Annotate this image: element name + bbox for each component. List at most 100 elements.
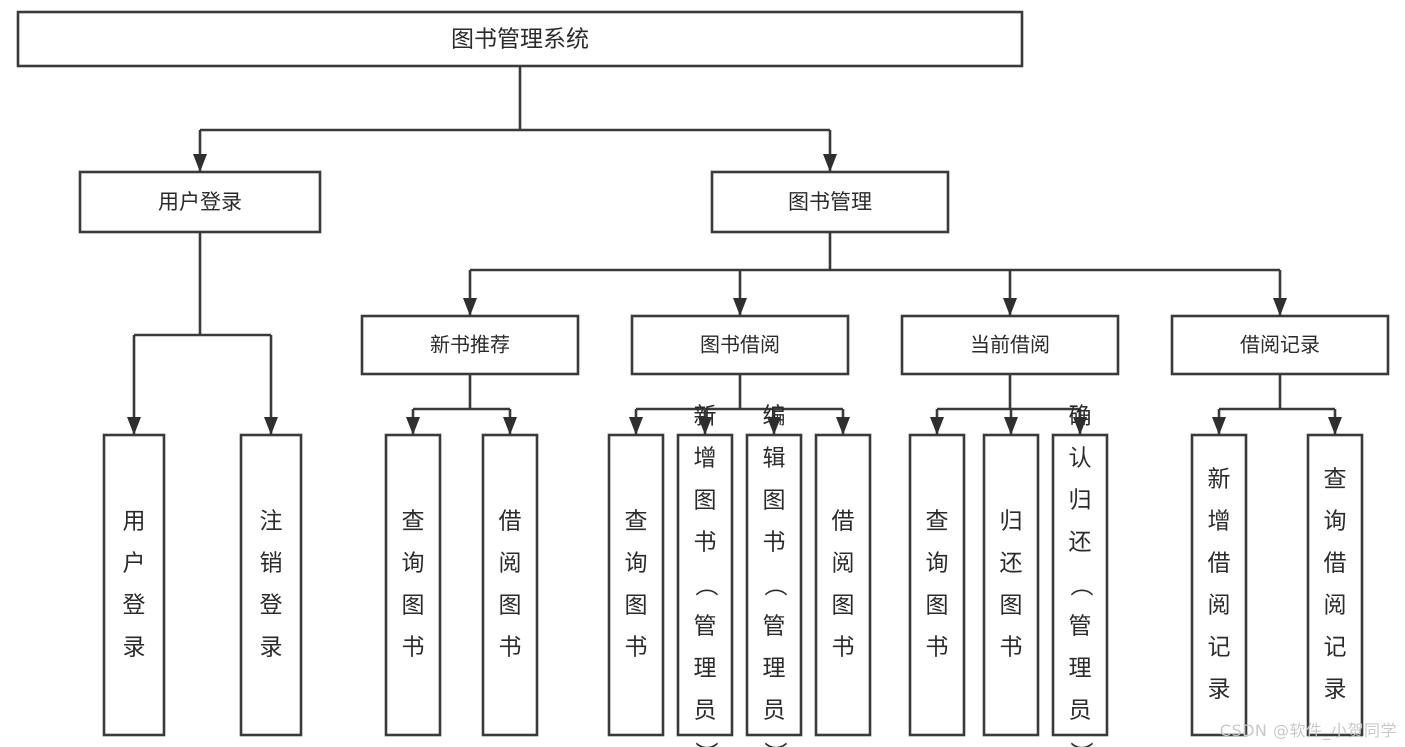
connector-layer [127, 66, 1342, 435]
svg-text:理: 理 [763, 656, 786, 682]
svg-text:管: 管 [1069, 614, 1092, 640]
svg-text:书: 书 [1000, 635, 1023, 661]
svg-text:增: 增 [694, 446, 717, 472]
node-layer: 图书管理系统用户登录图书管理新书推荐图书借阅当前借阅借阅记录用户登录注销登录查询… [16, 10, 1390, 747]
svg-text:书: 书 [832, 635, 855, 661]
svg-text:归: 归 [1069, 488, 1092, 514]
arrow-head-icon [193, 154, 207, 172]
svg-text:销: 销 [260, 551, 283, 577]
svg-text:借: 借 [499, 509, 522, 535]
svg-text:图: 图 [499, 593, 522, 619]
svg-text:）: ） [693, 742, 719, 747]
arrow-head-icon [733, 298, 747, 316]
arrow-head-icon [127, 417, 141, 435]
svg-text:图: 图 [763, 488, 786, 514]
svg-text:书: 书 [926, 635, 949, 661]
svg-text:询: 询 [926, 551, 949, 577]
svg-text:询: 询 [1324, 509, 1347, 535]
svg-text:管: 管 [694, 614, 717, 640]
svg-text:编: 编 [763, 404, 786, 430]
svg-text:（: （ [1068, 574, 1094, 597]
arrow-head-icon [767, 417, 781, 435]
svg-text:）: ） [762, 742, 788, 747]
svg-text:辑: 辑 [763, 446, 786, 472]
svg-text:借: 借 [1324, 551, 1347, 577]
svg-text:图: 图 [625, 593, 648, 619]
svg-text:员: 员 [763, 698, 786, 724]
svg-text:书: 书 [499, 635, 522, 661]
svg-text:录: 录 [1208, 677, 1231, 703]
arrow-head-icon [503, 417, 517, 435]
node-borrow-record[interactable]: 借阅记录 [1170, 314, 1390, 376]
arrow-head-icon [1003, 298, 1017, 316]
svg-text:阅: 阅 [832, 551, 855, 577]
svg-text:查: 查 [625, 509, 648, 535]
arrow-head-icon [1273, 298, 1287, 316]
arrow-head-icon [1328, 417, 1342, 435]
node-root[interactable]: 图书管理系统 [16, 10, 1024, 68]
node-user-login[interactable]: 用户登录 [78, 170, 322, 234]
svg-text:归: 归 [1000, 509, 1023, 535]
arrow-head-icon [406, 417, 420, 435]
svg-text:新: 新 [694, 404, 717, 430]
svg-text:还: 还 [1069, 530, 1092, 556]
svg-text:图: 图 [832, 593, 855, 619]
arrow-head-icon [1212, 417, 1226, 435]
svg-text:理: 理 [694, 656, 717, 682]
node-book-borrow[interactable]: 图书借阅 [630, 314, 850, 376]
arrow-head-icon [930, 417, 944, 435]
svg-text:书: 书 [694, 530, 717, 556]
svg-text:员: 员 [694, 698, 717, 724]
svg-text:户: 户 [123, 551, 146, 577]
svg-text:书: 书 [625, 635, 648, 661]
svg-text:图: 图 [402, 593, 425, 619]
svg-text:（: （ [693, 574, 719, 597]
svg-text:查: 查 [402, 509, 425, 535]
svg-text:（: （ [762, 574, 788, 597]
node-label: 借阅记录 [1240, 333, 1320, 357]
node-book-manage[interactable]: 图书管理 [710, 170, 950, 234]
svg-text:借: 借 [1208, 551, 1231, 577]
arrow-head-icon [1004, 417, 1018, 435]
svg-text:阅: 阅 [499, 551, 522, 577]
svg-text:还: 还 [1000, 551, 1023, 577]
node-label: 图书管理 [788, 190, 872, 214]
svg-text:记: 记 [1324, 635, 1347, 661]
arrow-head-icon [836, 417, 850, 435]
svg-text:录: 录 [123, 635, 146, 661]
node-leaf-user-login[interactable]: 用户登录 [102, 433, 166, 737]
svg-text:阅: 阅 [1324, 593, 1347, 619]
arrow-head-icon [698, 417, 712, 435]
node-current-borrow[interactable]: 当前借阅 [900, 314, 1120, 376]
svg-text:图: 图 [694, 488, 717, 514]
svg-text:查: 查 [926, 509, 949, 535]
svg-text:借: 借 [832, 509, 855, 535]
svg-text:录: 录 [260, 635, 283, 661]
arrow-head-icon [463, 298, 477, 316]
node-new-book-rec[interactable]: 新书推荐 [360, 314, 580, 376]
svg-text:书: 书 [402, 635, 425, 661]
node-label: 当前借阅 [970, 333, 1050, 357]
arrow-head-icon [823, 154, 837, 172]
